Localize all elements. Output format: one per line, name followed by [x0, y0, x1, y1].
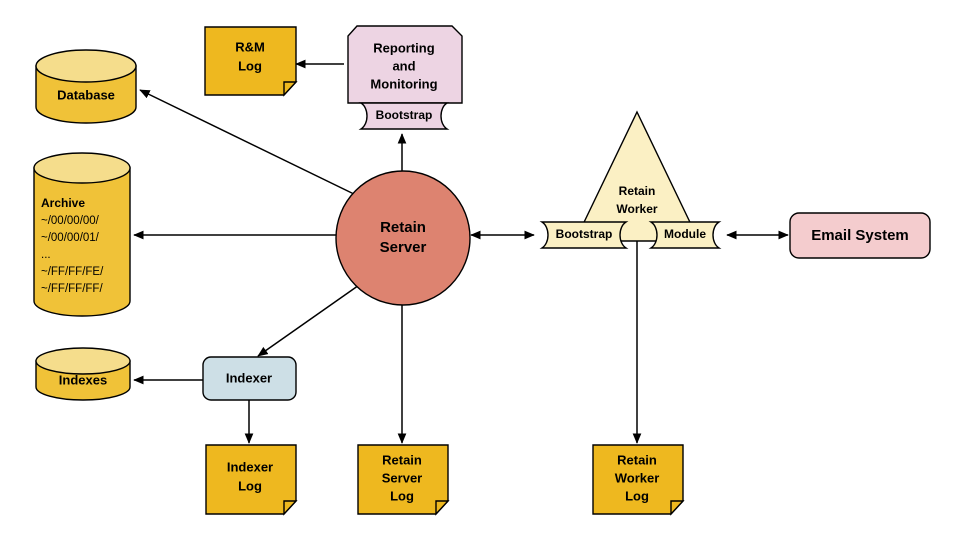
archive-path-3: ~/FF/FF/FE/ — [41, 266, 104, 278]
node-email-system[interactable]: Email System — [789, 212, 931, 259]
retain-worker-label-2: Worker — [616, 202, 657, 216]
edge-server-to-indexer — [257, 282, 363, 357]
node-reporting-monitoring[interactable]: Reporting and Monitoring — [347, 25, 463, 104]
node-indexer[interactable]: Indexer — [202, 356, 297, 401]
archive-path-0: ~/00/00/00/ — [41, 215, 100, 227]
retain-worker-log-label-1: Retain — [617, 452, 657, 467]
node-retain-server[interactable]: Retain Server — [335, 170, 471, 306]
node-retain-server-log[interactable]: Retain Server Log — [357, 444, 450, 516]
database-label: Database — [57, 87, 115, 102]
node-rm-bootstrap[interactable]: Bootstrap — [358, 102, 450, 130]
email-system-label: Email System — [811, 227, 909, 244]
node-archive[interactable]: Archive ~/00/00/00/ ~/00/00/01/ ... ~/FF… — [33, 152, 131, 317]
indexer-label: Indexer — [226, 370, 272, 385]
archive-path-2: ... — [41, 249, 51, 261]
edge-server-to-database — [139, 89, 359, 197]
rm-bootstrap-label: Bootstrap — [376, 108, 433, 122]
retain-server-label-2: Server — [380, 239, 427, 256]
retain-server-log-label-3: Log — [390, 488, 414, 503]
retain-server-log-label-1: Retain — [382, 452, 422, 467]
rm-log-label-2: Log — [238, 58, 262, 73]
indexer-log-label-2: Log — [238, 478, 262, 493]
node-retain-worker-log[interactable]: Retain Worker Log — [592, 444, 685, 516]
indexes-label: Indexes — [59, 372, 107, 387]
worker-module-label: Module — [664, 227, 706, 241]
rm-log-label-1: R&M — [235, 39, 265, 54]
archive-label: Archive — [41, 196, 85, 210]
retain-worker-label-1: Retain — [619, 184, 656, 198]
retain-server-label-1: Retain — [380, 219, 426, 236]
retain-server-log-label-2: Server — [382, 470, 422, 485]
archive-path-4: ~/FF/FF/FF/ — [41, 283, 103, 295]
reporting-label-3: Monitoring — [370, 76, 437, 91]
node-worker-module[interactable]: Module — [648, 221, 722, 249]
node-database[interactable]: Database — [35, 49, 137, 124]
reporting-label-2: and — [392, 58, 415, 73]
worker-bootstrap-label: Bootstrap — [556, 227, 613, 241]
reporting-label-1: Reporting — [373, 40, 434, 55]
retain-worker-log-label-3: Log — [625, 488, 649, 503]
edge-layer — [133, 59, 789, 444]
node-indexer-log[interactable]: Indexer Log — [205, 444, 298, 516]
node-worker-bootstrap[interactable]: Bootstrap — [539, 221, 629, 249]
node-retain-worker[interactable]: Retain Worker — [573, 110, 701, 242]
retain-worker-log-label-2: Worker — [615, 470, 660, 485]
node-rm-log[interactable]: R&M Log — [204, 26, 298, 97]
node-indexes[interactable]: Indexes — [35, 347, 131, 401]
archive-path-1: ~/00/00/01/ — [41, 232, 100, 244]
indexer-log-label-1: Indexer — [227, 459, 273, 474]
